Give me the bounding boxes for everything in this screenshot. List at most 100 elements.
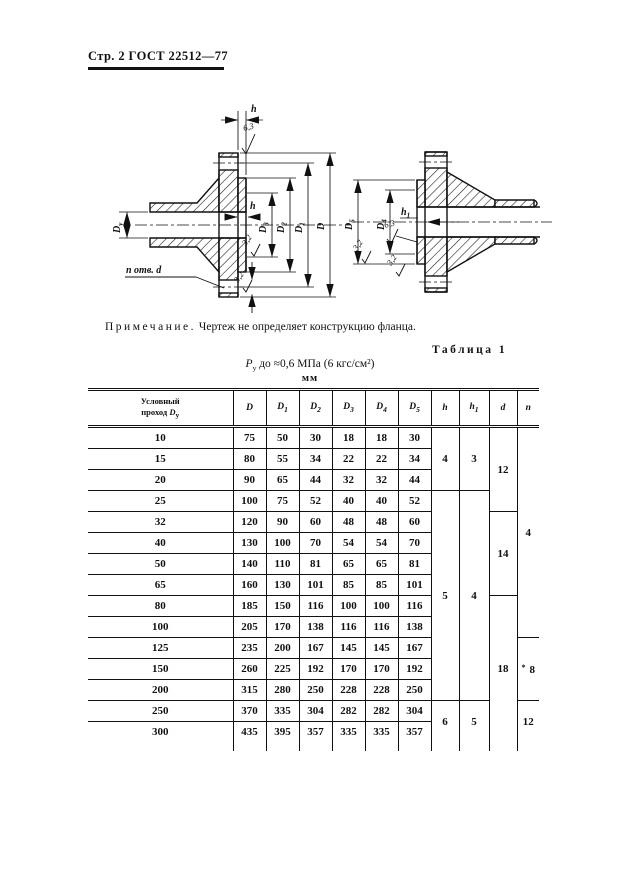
left-centerlines [135, 162, 350, 288]
cell: 70 [299, 532, 333, 554]
cell: 54 [332, 532, 366, 554]
col-header-dn-sub: у [175, 410, 180, 420]
cell: 22 [365, 448, 399, 470]
roughness-check-3-2-left [361, 250, 372, 264]
cell: 32 [332, 469, 366, 491]
cell: 145 [365, 637, 399, 659]
cell: 228 [332, 679, 366, 701]
flange-drawing: h 6,3 Dу h 3,2 3,2 D3 D2 D1 D n отв. d [112, 104, 552, 313]
cell: 170 [332, 658, 366, 680]
cell-h: 5 [431, 490, 460, 701]
col-header-D1: D1 [266, 389, 300, 428]
dim-label-d: D [316, 223, 327, 231]
cell: 81 [299, 553, 333, 575]
cell: 22 [332, 448, 366, 470]
cell: 130 [233, 532, 267, 554]
note-text: Чертеж не определяет конструкцию фланца. [198, 321, 416, 333]
cell-dn: 32 [88, 511, 234, 533]
dim-label-h-inner: h [250, 201, 256, 212]
header-rule [88, 67, 224, 70]
cell: 52 [299, 490, 333, 512]
cell: 228 [365, 679, 399, 701]
cell: 138 [398, 616, 432, 638]
roughness-3-2-lower-right: 3,2 [384, 252, 399, 268]
cell-dn: 125 [88, 637, 234, 659]
left-dim-diameters [240, 152, 336, 298]
cell-h1: 3 [459, 426, 490, 491]
cell-n: 12 [522, 715, 534, 728]
dim-label-d5: D5 [344, 219, 357, 231]
pressure-text: до ≈0,6 МПа (6 кгс/см²) [259, 358, 375, 370]
roughness-check-lower-left [242, 279, 253, 293]
cell: 116 [398, 595, 432, 617]
cell: 30 [299, 426, 333, 449]
roughness-leader-right [395, 235, 418, 243]
tail-cell [431, 742, 460, 751]
cell: 75 [233, 426, 267, 449]
cell-dn: 150 [88, 658, 234, 680]
cell: 44 [299, 469, 333, 491]
cell: 90 [266, 511, 300, 533]
cell: 52 [398, 490, 432, 512]
cell: 280 [266, 679, 300, 701]
cell: 65 [266, 469, 300, 491]
cell: 48 [332, 511, 366, 533]
cell-dn: 50 [88, 553, 234, 575]
cell-n: *8 [517, 637, 539, 701]
roughness-check-3-2-lower-right [395, 263, 406, 277]
cell: 75 [266, 490, 300, 512]
cell: 150 [266, 595, 300, 617]
cell: 192 [398, 658, 432, 680]
tail-cell [365, 742, 399, 751]
drawing-note: Примечание. Чертеж не определяет констру… [105, 321, 585, 333]
cell: 100 [332, 595, 366, 617]
roughness-6-3-right: 6,3 [383, 218, 396, 230]
cell: 100 [365, 595, 399, 617]
cell: 116 [332, 616, 366, 638]
left-dim-dy [119, 211, 148, 239]
cell: 90 [233, 469, 267, 491]
cell-dn: 250 [88, 700, 234, 722]
cell: 138 [299, 616, 333, 638]
cell: 48 [365, 511, 399, 533]
cell: 110 [266, 553, 300, 575]
roughness-check-face [250, 243, 261, 257]
tail-cell [489, 742, 518, 751]
cell: 167 [299, 637, 333, 659]
cell: 100 [233, 490, 267, 512]
cell: 170 [365, 658, 399, 680]
col-header-d: d [489, 389, 518, 428]
col-header-dn-sym: D [169, 406, 176, 417]
cell: 185 [233, 595, 267, 617]
cell-d: 18 [489, 595, 518, 742]
col-header-n: n [517, 389, 539, 428]
cell-dn: 300 [88, 721, 234, 742]
pressure-symbol-sub: у [252, 363, 257, 373]
cell: 100 [266, 532, 300, 554]
cell: 30 [398, 426, 432, 449]
cell: 65 [365, 553, 399, 575]
cell: 357 [398, 721, 432, 742]
left-dim-h-top [221, 111, 263, 175]
cell: 60 [398, 511, 432, 533]
cell: 116 [365, 616, 399, 638]
cell: 140 [233, 553, 267, 575]
cell: 85 [332, 574, 366, 596]
table-caption: Таблица 1 [432, 344, 508, 356]
dim-label-d1: D1 [294, 222, 307, 234]
cell-dn: 200 [88, 679, 234, 701]
cell: 160 [233, 574, 267, 596]
cell: 18 [365, 426, 399, 449]
